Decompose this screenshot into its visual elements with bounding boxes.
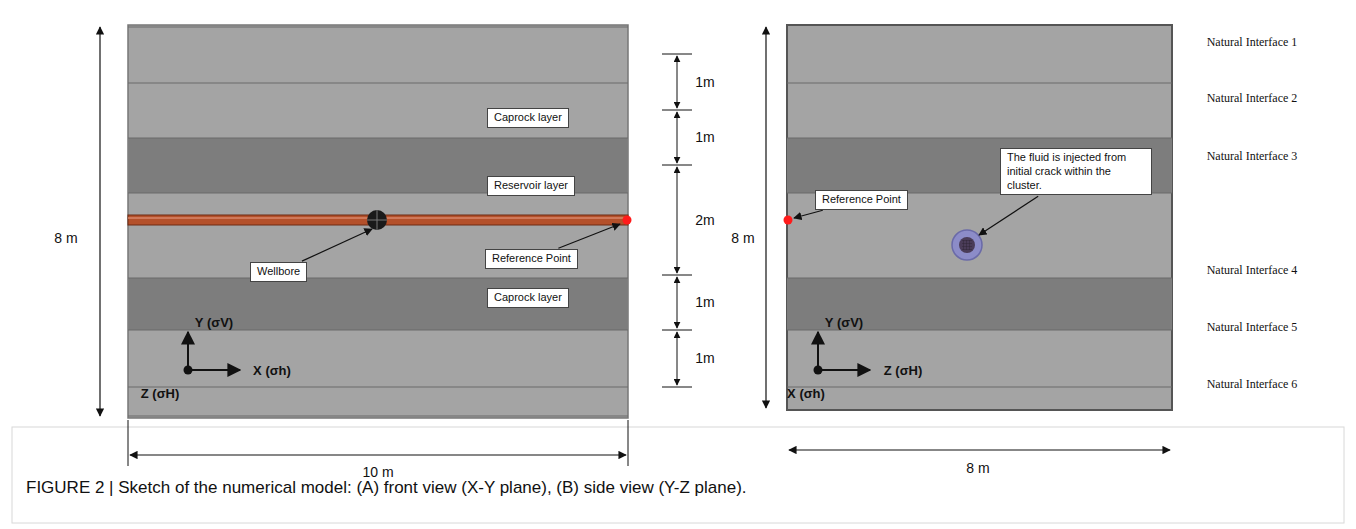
leader-line <box>558 224 620 248</box>
side-view <box>766 25 1172 450</box>
axis-label: Y (σV) <box>825 315 863 330</box>
box-text: Caprock layer <box>494 111 562 125</box>
dimension: 8 m <box>731 230 754 246</box>
dimension: 1m <box>695 74 714 90</box>
leader-line <box>794 210 823 218</box>
leader-line <box>302 229 372 261</box>
box-text: Reservoir layer <box>494 179 568 193</box>
interface-label: Natural Interface 3 <box>1207 149 1298 164</box>
axis-label: X (σh) <box>253 363 291 378</box>
dimension: 1m <box>695 129 714 145</box>
figure-caption: FIGURE 2 | Sketch of the numerical model… <box>26 478 1326 498</box>
axis-label: Z (σH) <box>141 386 180 401</box>
interface-label: Natural Interface 4 <box>1207 263 1298 278</box>
box-text: Wellbore <box>257 265 300 279</box>
axis-label: Z (σH) <box>884 363 923 378</box>
dimension: 8 m <box>54 230 77 246</box>
leader-line <box>979 196 1038 235</box>
dimension: 8 m <box>966 460 989 476</box>
box-text: The fluid is injected from initial crack… <box>1007 151 1145 192</box>
label-box: Reference Point <box>485 249 578 269</box>
box-text: Reference Point <box>822 193 901 207</box>
axis-label: X (σh) <box>787 386 825 401</box>
interface-label: Natural Interface 2 <box>1207 91 1298 106</box>
label-box: Reservoir layer <box>487 176 575 196</box>
label-box: Wellbore <box>250 262 307 282</box>
box-text: Reference Point <box>492 252 571 266</box>
label-box: The fluid is injected from initial crack… <box>1000 148 1152 195</box>
label-box: Caprock layer <box>487 108 569 128</box>
interface-label: Natural Interface 5 <box>1207 320 1298 335</box>
label-box: Caprock layer <box>487 288 569 308</box>
box-text: Caprock layer <box>494 291 562 305</box>
dimension: 1m <box>695 294 714 310</box>
front-view <box>100 25 692 466</box>
interface-label: Natural Interface 6 <box>1207 377 1298 392</box>
label-box: Reference Point <box>815 190 908 210</box>
dimension: 1m <box>695 350 714 366</box>
axis-label: Y (σV) <box>195 315 233 330</box>
dimension: 2m <box>695 212 714 228</box>
interface-label: Natural Interface 1 <box>1207 35 1298 50</box>
caption-frame <box>12 427 1344 523</box>
dimension: 10 m <box>362 464 393 480</box>
